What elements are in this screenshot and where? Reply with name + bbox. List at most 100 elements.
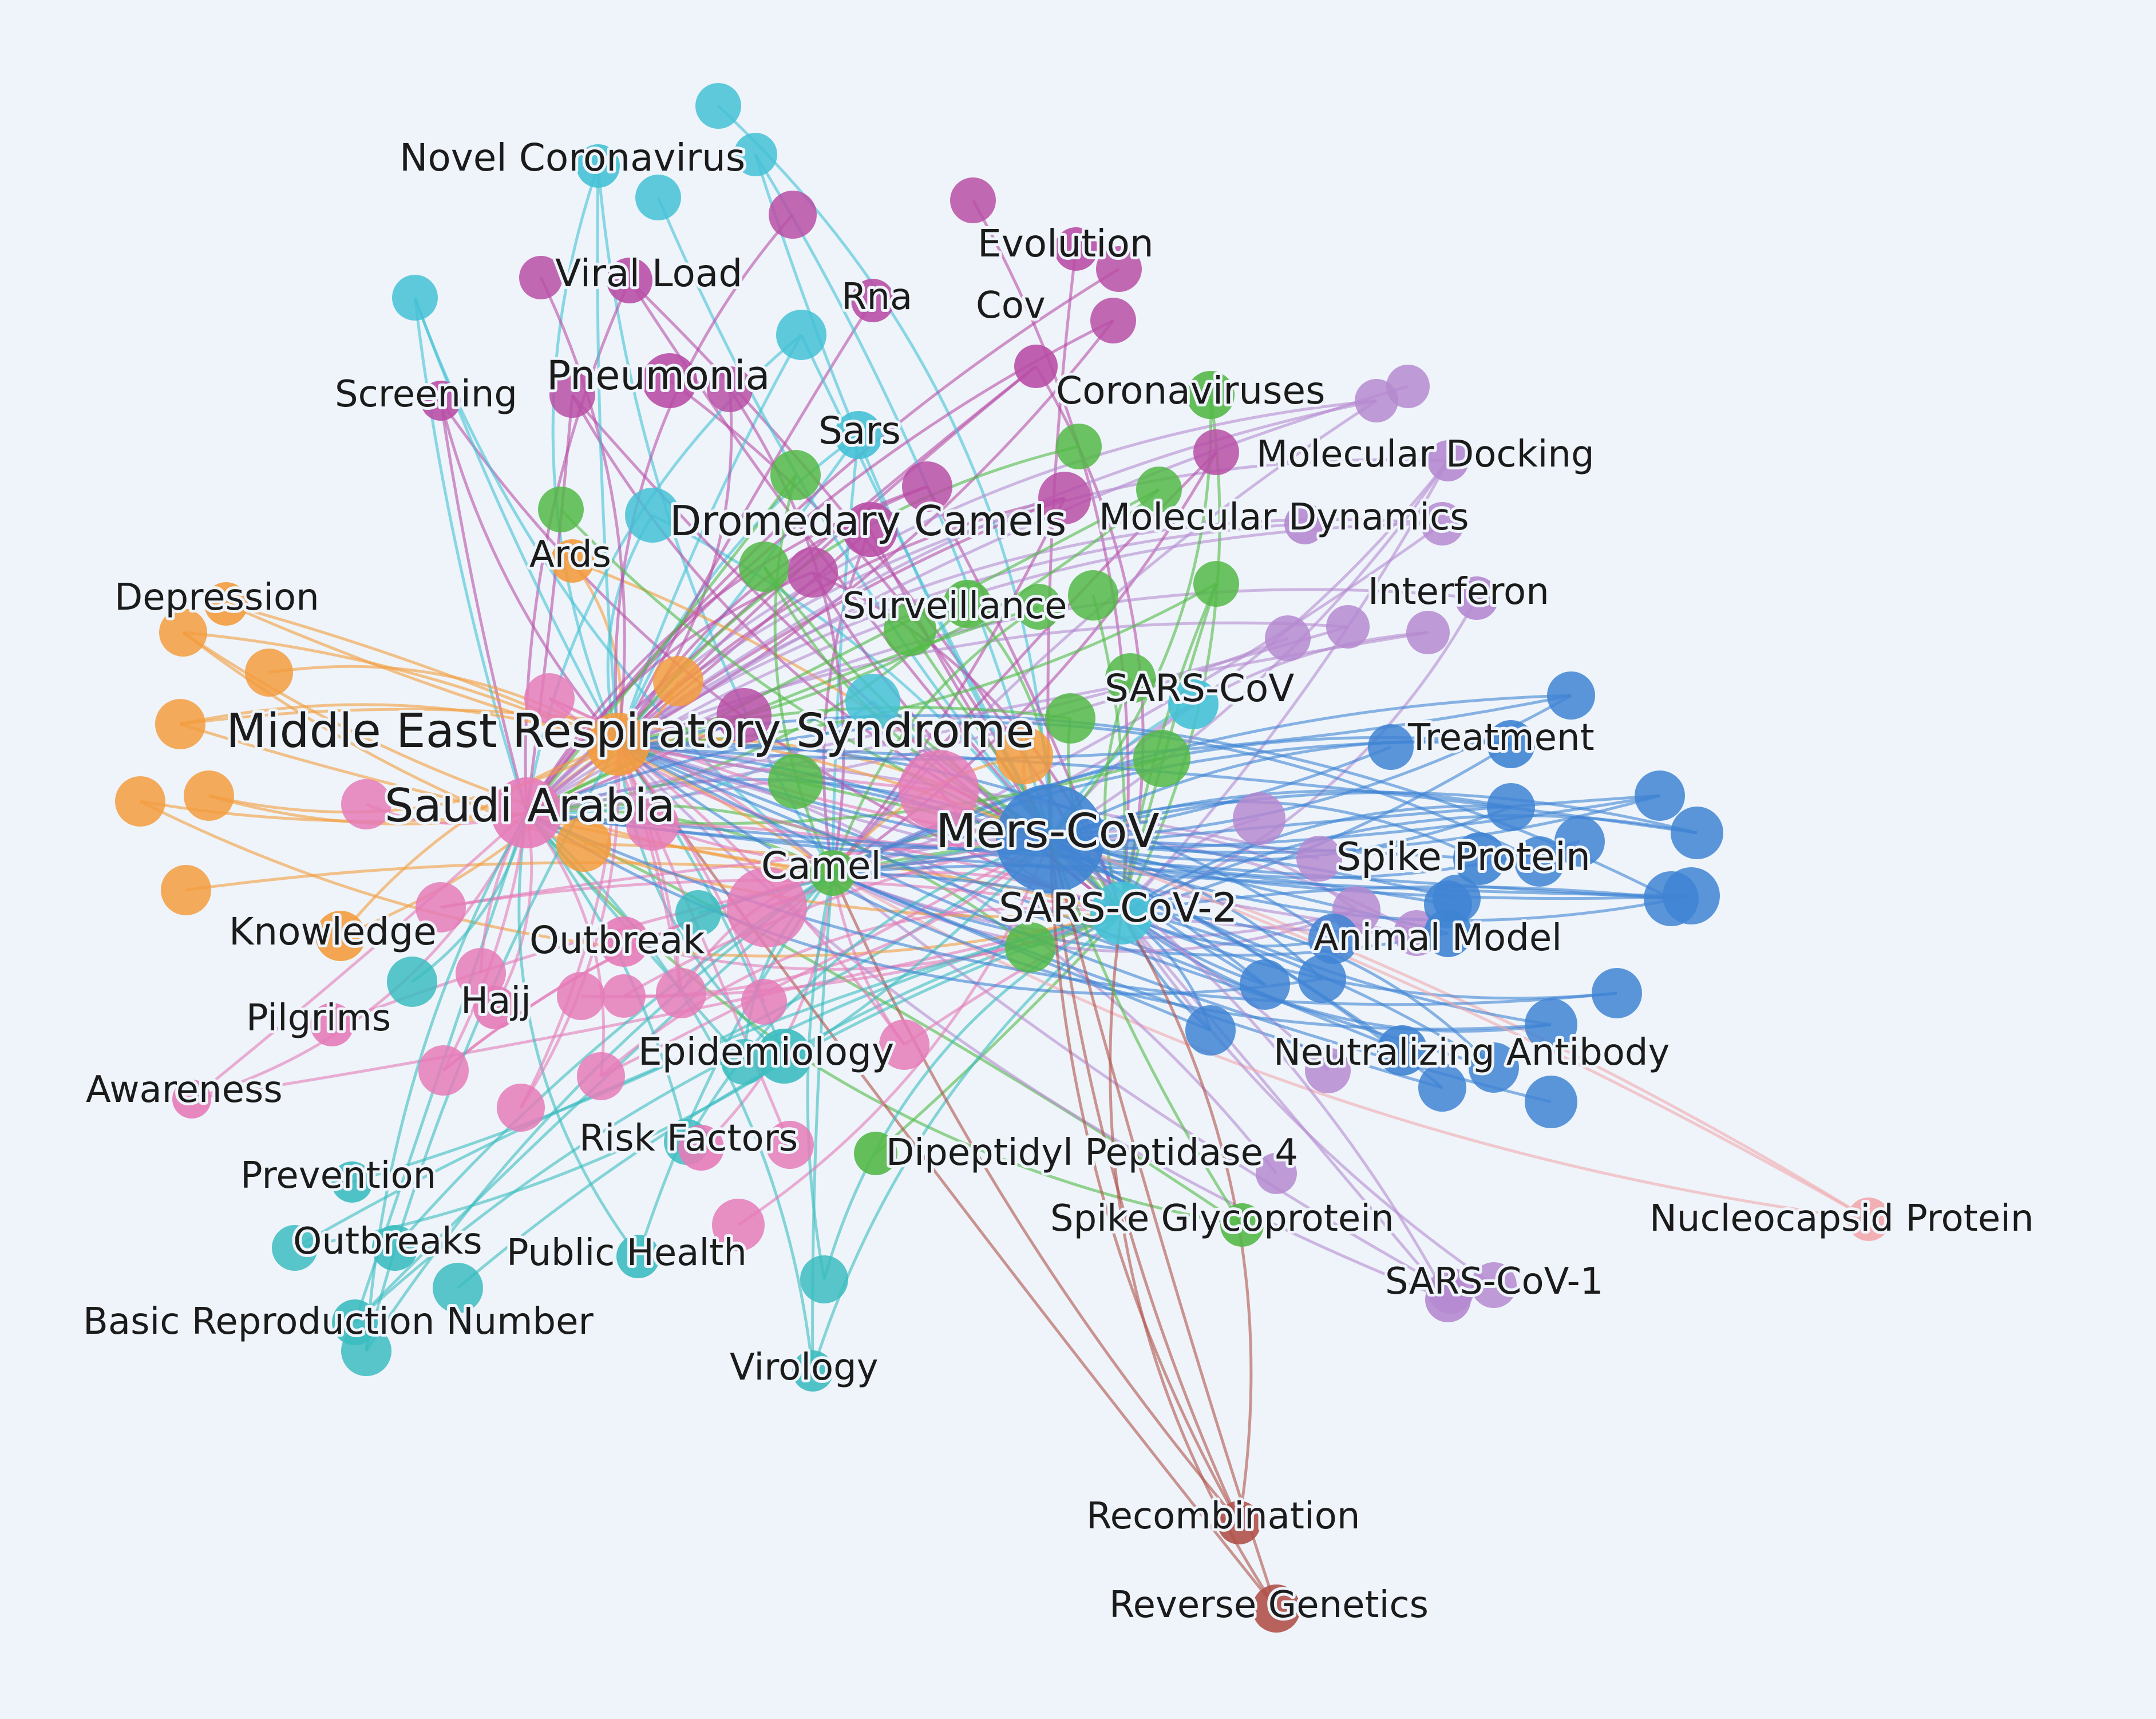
keyword-node-mol-docking[interactable] (1427, 440, 1469, 481)
keyword-node-awareness[interactable] (172, 1080, 211, 1119)
network-edge (339, 742, 619, 937)
keyword-node (996, 727, 1053, 784)
keyword-node-screening[interactable] (421, 381, 461, 421)
keyword-node (1045, 693, 1095, 744)
keyword-node-outbreaks[interactable] (372, 1225, 418, 1271)
node-label-r0: Basic Reproduction Number (83, 1301, 594, 1343)
node-label-reverse-genetics: Reverse Genetics (1109, 1584, 1429, 1626)
keyword-node (1547, 671, 1595, 720)
keyword-node-sars-cov-2[interactable] (1090, 882, 1153, 945)
keyword-node (721, 1039, 767, 1085)
labeled-node-layer (172, 144, 1890, 1633)
keyword-node-prevention[interactable] (331, 1161, 373, 1203)
keyword-node-evolution[interactable] (1054, 227, 1098, 271)
keyword-node-dromedary[interactable] (842, 502, 897, 557)
network-edge (1050, 837, 1457, 900)
keyword-node-camel[interactable] (810, 850, 856, 896)
keyword-node-knowledge[interactable] (315, 911, 366, 961)
keyword-node-mers-resp[interactable] (587, 713, 650, 776)
keyword-node-novel[interactable] (576, 144, 620, 188)
keyword-node-sars-cov[interactable] (1168, 679, 1219, 729)
keyword-node-hajj[interactable] (473, 986, 517, 1029)
keyword-node (845, 674, 900, 729)
keyword-node (456, 948, 506, 998)
keyword-node (433, 1263, 483, 1313)
node-label-coronaviruses: Coronaviruses (1056, 369, 1326, 413)
network-edge (191, 911, 1122, 1101)
network-edge (1050, 837, 1870, 1221)
node-label-outbreaks: Outbreaks (293, 1220, 482, 1263)
keyword-node (1305, 1048, 1351, 1093)
network-edge (614, 214, 794, 745)
keyword-node-animal-model[interactable] (1424, 909, 1472, 957)
keyword-node (770, 450, 821, 500)
node-label-pneumonia: Pneumonia (547, 352, 770, 399)
keyword-node-recombination[interactable] (1217, 1501, 1261, 1544)
keyword-node-sars[interactable] (834, 411, 883, 459)
keyword-node-depression[interactable] (204, 582, 248, 626)
network-edge (600, 906, 1122, 1077)
keyword-node-pneumonia[interactable] (642, 353, 697, 408)
keyword-node-surveillance[interactable] (943, 580, 991, 628)
keyword-node (538, 487, 584, 532)
keyword-node-mers[interactable] (996, 784, 1105, 893)
keyword-node (557, 972, 605, 1020)
network-edge (294, 911, 1122, 1250)
network-edge (365, 812, 528, 1352)
keyword-node-mol-dyn[interactable] (1284, 503, 1326, 544)
keyword-node (1096, 246, 1142, 292)
keyword-node-spike-gly[interactable] (1220, 1203, 1264, 1247)
network-edge (1049, 740, 1512, 840)
keyword-node (1068, 570, 1118, 621)
node-label-depression: Depression (114, 576, 319, 619)
keyword-node-epidemiology[interactable] (757, 1029, 812, 1084)
network-edge (616, 743, 1277, 1610)
keyword-node-sars-cov-1[interactable] (1425, 1277, 1471, 1322)
network-edge (226, 602, 619, 746)
keyword-node-nucleocapsid[interactable] (1847, 1198, 1890, 1241)
keyword-node-risk-factors[interactable] (678, 1125, 724, 1171)
keyword-node (653, 656, 703, 706)
keyword-node (1308, 914, 1359, 964)
keyword-node-outbreak[interactable] (599, 916, 649, 967)
network-edge (183, 631, 834, 875)
keyword-node (899, 750, 979, 830)
keyword-node (766, 1121, 814, 1169)
node-label-sars-cov-1: SARS-CoV-1 (1385, 1260, 1603, 1303)
network-edge (525, 394, 574, 813)
keyword-node (884, 603, 936, 656)
keyword-node-virology[interactable] (792, 1350, 833, 1392)
keyword-node (625, 488, 680, 543)
keyword-node-viral-load[interactable] (607, 258, 652, 303)
node-label-epidemiology: Epidemiology (638, 1030, 894, 1074)
keyword-node-interferon[interactable] (1455, 576, 1498, 620)
keyword-node-dpp4[interactable] (854, 1132, 897, 1175)
node-label-sars: Sars (818, 409, 901, 453)
keyword-node-r0[interactable] (332, 1299, 378, 1345)
network-edge (525, 812, 606, 1077)
keyword-node-saudi[interactable] (491, 777, 562, 848)
keyword-node (524, 673, 575, 724)
keyword-node-cov[interactable] (1014, 345, 1058, 388)
keyword-node-pilgrims[interactable] (310, 1003, 354, 1046)
keyword-node (1635, 770, 1685, 821)
keyword-node-public-health[interactable] (616, 1235, 660, 1278)
network-edge (551, 165, 620, 745)
keyword-node-spike-protein[interactable] (1453, 832, 1506, 885)
node-label-risk-factors: Risk Factors (579, 1117, 798, 1160)
node-label-sars-cov: SARS-CoV (1105, 666, 1294, 710)
keyword-node-rna[interactable] (851, 279, 895, 322)
keyword-node-ards[interactable] (551, 539, 594, 583)
network-edge (440, 837, 1051, 909)
keyword-node (695, 83, 741, 129)
keyword-node (727, 867, 807, 947)
keyword-node-neutralizing[interactable] (1377, 1025, 1427, 1076)
node-label-novel: Novel Coronavirus (399, 136, 745, 180)
keyword-node-reverse-genetics[interactable] (1252, 1584, 1300, 1633)
keyword-node-coronaviruses[interactable] (1186, 371, 1235, 419)
keyword-node (418, 1045, 469, 1096)
network-edge (618, 694, 1572, 761)
keyword-node-treatment[interactable] (1487, 720, 1535, 768)
keyword-node (800, 1255, 848, 1303)
